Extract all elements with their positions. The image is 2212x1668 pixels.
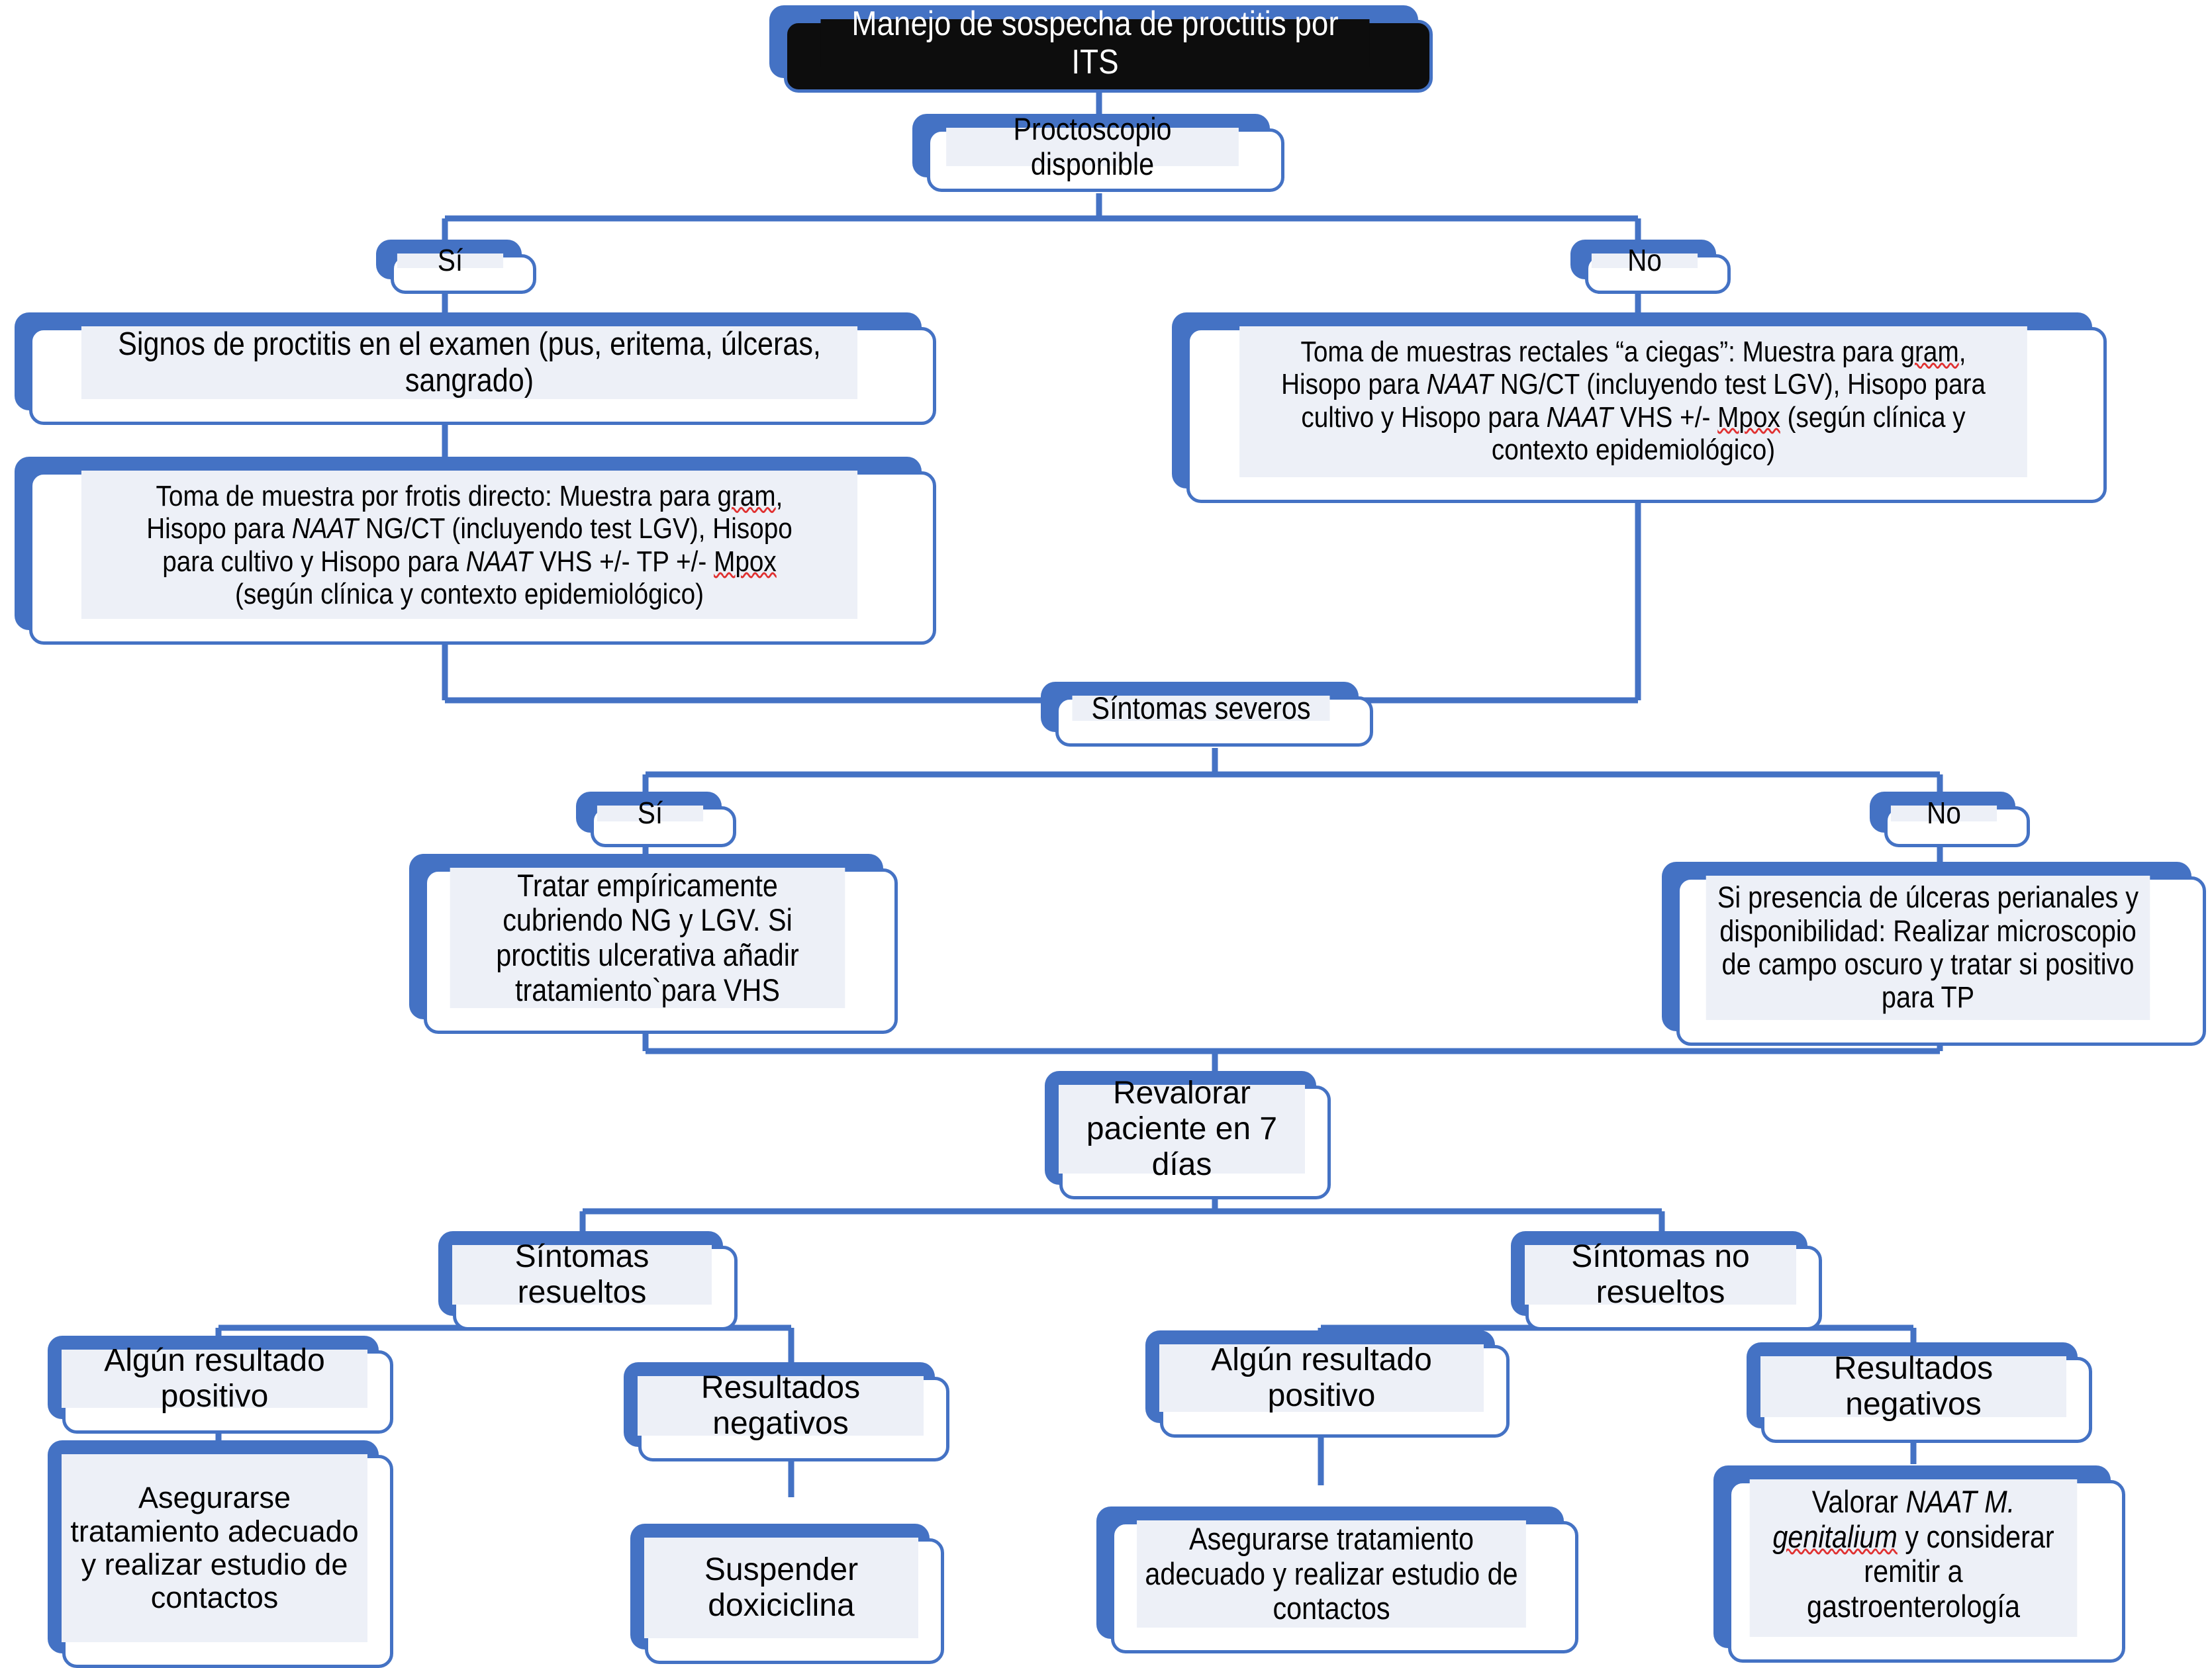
ciegas-line4: contexto epidemiológico) <box>1491 433 1776 466</box>
frotis-italic-naat-1: NAAT <box>291 512 359 545</box>
node-asegurarse-left-label: Asegurarse tratamiento adecuado y realiz… <box>62 1454 367 1642</box>
ciegas-line1a: Toma de muestras rectales “a ciegas”: Mu… <box>1300 336 1901 368</box>
node-card: Sí <box>591 796 736 847</box>
node-branch1-si: Sí <box>376 240 536 294</box>
node-card: Revalorar paciente en 7 días <box>1059 1076 1331 1199</box>
ciegas-line1b: , <box>1958 336 1966 368</box>
node-card: Resultados negativos <box>1760 1351 2092 1443</box>
node-revalorar-label: Revalorar paciente en 7 días <box>1059 1076 1305 1182</box>
node-card: Resultados negativos <box>638 1370 949 1461</box>
valorar-pre: Valorar <box>1811 1484 1906 1519</box>
node-signos-label: Signos de proctitis en el examen (pus, e… <box>81 326 858 399</box>
valorar-italic-naat: NAAT M. <box>1905 1484 2015 1519</box>
frotis-sp-mpox: Mpox <box>714 545 777 578</box>
node-title-label: Manejo de sospecha de proctitis por ITS <box>820 5 1370 81</box>
node-revalorar-paciente: Revalorar paciente en 7 días <box>1045 1071 1331 1199</box>
node-proctoscopio: Proctoscopio disponible <box>912 112 1284 192</box>
node-title: Manejo de sospecha de proctitis por ITS <box>769 5 1433 93</box>
node-res-neg-left-label: Resultados negativos <box>638 1370 924 1441</box>
node-sint-no-resueltos-label: Síntomas no resueltos <box>1525 1239 1796 1310</box>
node-card: Síntomas resueltos <box>452 1239 738 1330</box>
node-valorar-mgenitalium: Valorar NAAT M. genitalium y considerar … <box>1713 1465 2125 1663</box>
ciegas-line3c: (según clínica y <box>1780 400 1966 434</box>
frotis-italic-naat-2: NAAT <box>465 545 533 578</box>
node-branch1-si-label: Sí <box>397 243 504 277</box>
node-branch2-no: No <box>1870 792 2030 847</box>
node-res-neg-right-label: Resultados negativos <box>1760 1351 2066 1422</box>
node-resultados-negativos-right: Resultados negativos <box>1747 1342 2092 1443</box>
ciegas-sp-mpox: Mpox <box>1717 400 1780 434</box>
frotis-line2a: Hisopo para <box>146 512 292 545</box>
frotis-line4: (según clínica y contexto epidemiológico… <box>234 577 704 610</box>
node-ulceras-perianales: Si presencia de úlceras perianales y dis… <box>1662 862 2206 1046</box>
node-card: Asegurarse tratamiento adecuado y realiz… <box>62 1454 393 1668</box>
node-card: Suspender doxiciclina <box>644 1538 944 1664</box>
node-card: Valorar NAAT M. genitalium y considerar … <box>1728 1479 2125 1663</box>
node-sintomas-severos-label: Síntomas severos <box>1072 690 1330 725</box>
node-resultado-positivo-left: Algún resultado positivo <box>48 1336 393 1434</box>
node-card: Algún resultado positivo <box>62 1343 393 1434</box>
node-sintomas-no-resueltos: Síntomas no resueltos <box>1511 1231 1822 1330</box>
node-branch2-si: Sí <box>576 792 736 847</box>
node-card: Asegurarse tratamiento adecuado y realiz… <box>1111 1520 1578 1653</box>
node-card: No <box>1884 796 2030 847</box>
frotis-sp-gram: gram <box>717 480 776 512</box>
node-suspender-doxiciclina: Suspender doxiciclina <box>630 1524 944 1664</box>
node-branch1-no-label: No <box>1591 243 1698 277</box>
node-frotis-directo: Toma de muestra por frotis directo: Mues… <box>15 457 936 645</box>
ciegas-line2a: Hisopo para <box>1281 368 1427 401</box>
node-branch2-no-label: No <box>1890 796 1997 830</box>
node-sintomas-resueltos: Síntomas resueltos <box>438 1231 738 1330</box>
frotis-line2b: NG/CT (incluyendo test LGV), Hisopo <box>358 512 793 545</box>
frotis-line1: Toma de muestra por frotis directo: Mues… <box>156 480 718 512</box>
node-branch1-no: No <box>1570 240 1731 294</box>
frotis-line1b: , <box>775 480 783 512</box>
node-asegurarse-left: Asegurarse tratamiento adecuado y realiz… <box>48 1440 393 1668</box>
node-card: Tratar empíricamente cubriendo NG y LGV.… <box>424 868 898 1034</box>
node-card: Toma de muestras rectales “a ciegas”: Mu… <box>1186 326 2107 503</box>
ciegas-line2b: NG/CT (incluyendo test LGV), Hisopo para <box>1493 368 1986 401</box>
ciegas-italic-naat-2: NAAT <box>1546 400 1613 434</box>
node-card: Proctoscopio disponible <box>927 112 1284 192</box>
node-asegurarse-right: Asegurarse tratamiento adecuado y realiz… <box>1096 1506 1578 1653</box>
node-resultado-positivo-right: Algún resultado positivo <box>1145 1330 1510 1438</box>
node-frotis-label: Toma de muestra por frotis directo: Mues… <box>81 471 858 619</box>
ciegas-line3b: VHS +/- <box>1612 400 1718 434</box>
ciegas-italic-naat-1: NAAT <box>1426 368 1494 401</box>
node-card: Toma de muestra por frotis directo: Mues… <box>29 471 936 645</box>
node-card: Síntomas no resueltos <box>1525 1239 1822 1330</box>
node-res-pos-left-label: Algún resultado positivo <box>62 1343 367 1414</box>
node-valorar-label: Valorar NAAT M. genitalium y considerar … <box>1749 1479 2078 1637</box>
node-card: No <box>1585 243 1731 294</box>
node-card: Manejo de sospecha de proctitis por ITS <box>784 5 1433 93</box>
node-sint-resueltos-label: Síntomas resueltos <box>452 1239 712 1310</box>
node-suspender-label: Suspender doxiciclina <box>644 1538 918 1638</box>
valorar-post: y considerar remitir a gastroenterología <box>1807 1518 2054 1624</box>
valorar-italic-genitalium: genitalium <box>1772 1518 1898 1554</box>
node-res-pos-right-label: Algún resultado positivo <box>1159 1342 1484 1413</box>
ciegas-sp-gram: gram <box>1900 336 1959 368</box>
node-card: Síntomas severos <box>1055 690 1373 747</box>
node-ulceras-label: Si presencia de úlceras perianales y dis… <box>1706 876 2150 1020</box>
node-resultados-negativos-left: Resultados negativos <box>624 1362 949 1461</box>
node-sintomas-severos: Síntomas severos <box>1041 682 1373 747</box>
node-muestras-ciegas: Toma de muestras rectales “a ciegas”: Mu… <box>1172 312 2107 503</box>
node-signos-proctitis: Signos de proctitis en el examen (pus, e… <box>15 312 936 425</box>
node-ciegas-label: Toma de muestras rectales “a ciegas”: Mu… <box>1239 326 2027 477</box>
node-card: Si presencia de úlceras perianales y dis… <box>1676 876 2206 1046</box>
node-asegurarse-right-label: Asegurarse tratamiento adecuado y realiz… <box>1137 1520 1526 1628</box>
node-tratar-empirico-label: Tratar empíricamente cubriendo NG y LGV.… <box>450 868 845 1008</box>
node-card: Sí <box>391 243 536 294</box>
node-proctoscopio-label: Proctoscopio disponible <box>946 112 1239 181</box>
node-card: Signos de proctitis en el examen (pus, e… <box>29 326 936 425</box>
frotis-line3a: para cultivo y Hisopo para <box>162 545 466 578</box>
node-card: Algún resultado positivo <box>1159 1342 1510 1438</box>
ciegas-line3a: cultivo y Hisopo para <box>1301 400 1547 434</box>
frotis-line3b: VHS +/- TP +/- <box>532 545 714 578</box>
node-tratar-empirico: Tratar empíricamente cubriendo NG y LGV.… <box>409 854 898 1034</box>
node-branch2-si-label: Sí <box>597 796 704 830</box>
